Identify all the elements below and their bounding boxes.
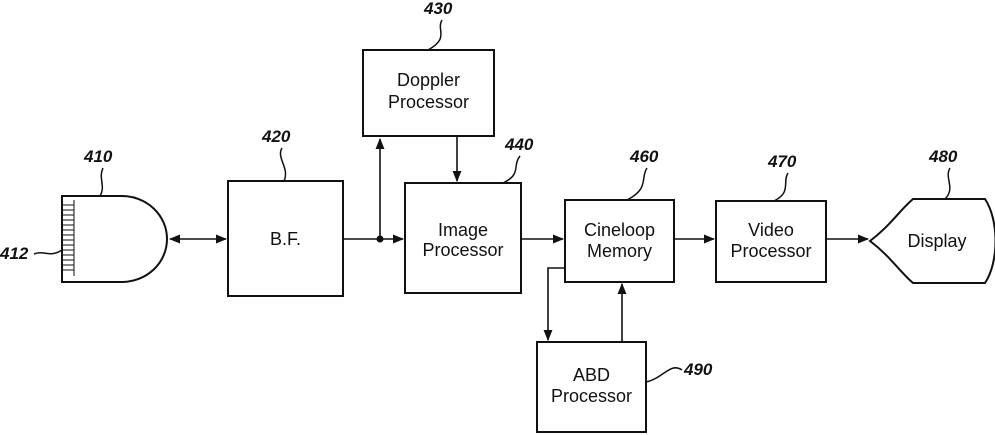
doppler-label-line2: Processor	[388, 92, 469, 112]
cineloop-label-line1: Cineloop	[584, 220, 655, 240]
beamformer-label: B.F.	[270, 229, 301, 249]
cineloop-abd-link	[548, 268, 565, 340]
display-ref: 480	[928, 147, 958, 166]
abd-processor-block: ABD Processor 490	[537, 342, 713, 432]
doppler-label-line1: Doppler	[397, 70, 460, 90]
display-block: Display 480	[870, 147, 995, 283]
image-label-line1: Image	[438, 220, 488, 240]
image-processor-block: Image Processor 440	[405, 135, 534, 293]
abd-ref: 490	[683, 360, 713, 379]
probe-ref: 410	[83, 147, 113, 166]
video-ref: 470	[767, 152, 797, 171]
cineloop-label-line2: Memory	[587, 241, 652, 261]
video-label-line2: Processor	[730, 241, 811, 261]
image-ref: 440	[504, 135, 534, 154]
cineloop-memory-block: Cineloop Memory 460	[565, 147, 674, 282]
cineloop-ref: 460	[629, 147, 659, 166]
abd-label-line2: Processor	[551, 386, 632, 406]
image-label-line2: Processor	[422, 240, 503, 260]
video-processor-block: Video Processor 470	[716, 152, 826, 282]
doppler-processor-block: Doppler Processor 430	[363, 0, 494, 136]
abd-label-line1: ABD	[573, 365, 610, 385]
video-label-line1: Video	[748, 220, 794, 240]
doppler-ref: 430	[423, 0, 453, 18]
beamformer-block: B.F. 420	[228, 127, 343, 296]
array-ref: 412	[0, 244, 29, 263]
beamformer-ref: 420	[261, 127, 291, 146]
display-label: Display	[907, 231, 966, 251]
probe-block: 410 412	[0, 147, 167, 282]
